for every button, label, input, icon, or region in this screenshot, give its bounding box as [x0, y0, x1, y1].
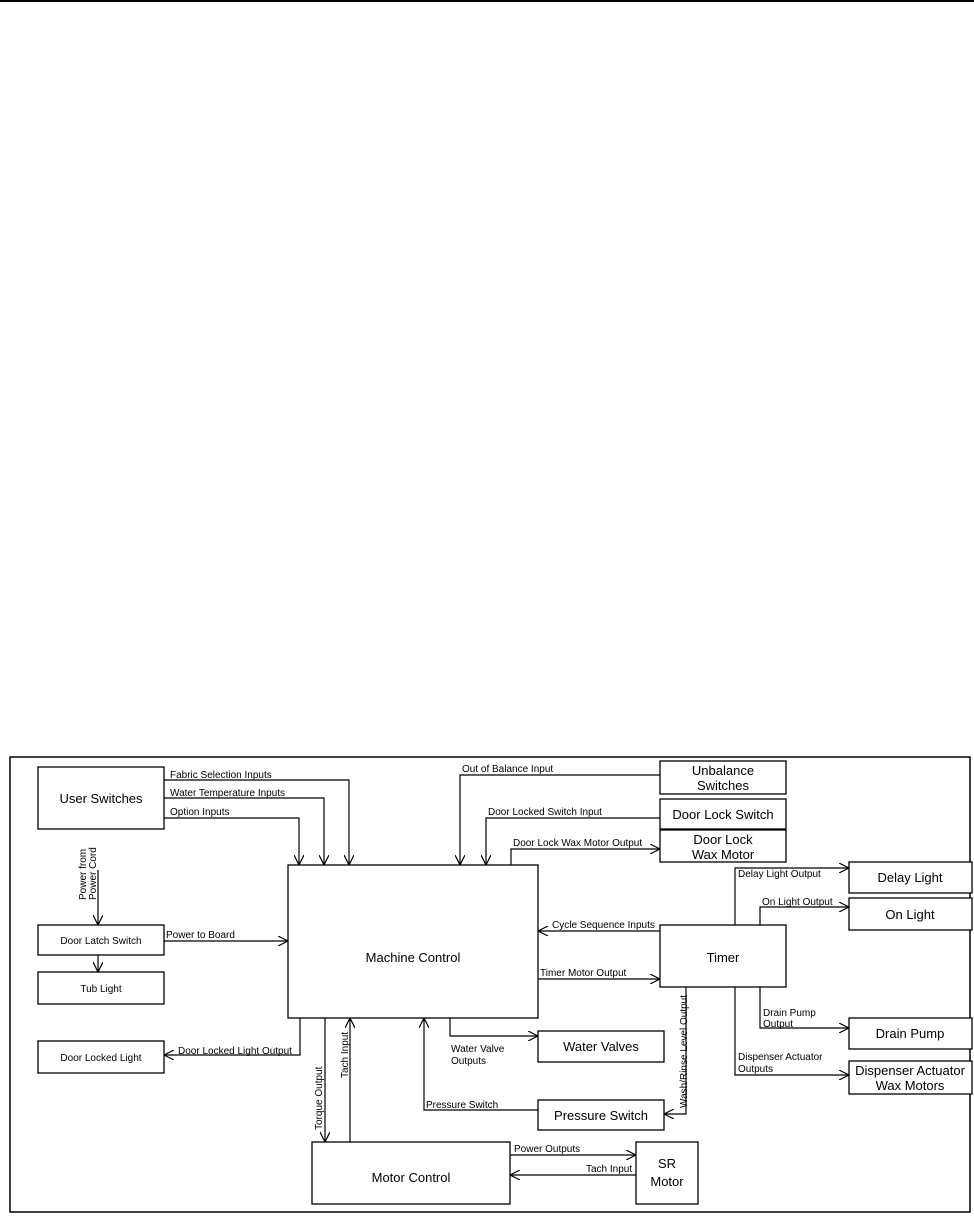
- block-door-lock-switch: Door Lock Switch: [659, 798, 787, 830]
- dispenser-outputs-label-2: Outputs: [738, 1064, 773, 1075]
- wire-door-locked-switch-input: Door Locked Switch Input: [486, 807, 660, 865]
- power-outputs-label: Power Outputs: [514, 1144, 580, 1155]
- unbalance-label-2: Switches: [697, 778, 750, 793]
- block-user-switches: User Switches: [37, 766, 165, 830]
- dispenser-label-1: Dispenser Actuator: [855, 1063, 966, 1078]
- user-switches-label: User Switches: [59, 791, 143, 806]
- door-locked-switch-input-label: Door Locked Switch Input: [488, 807, 602, 818]
- block-water-valves: Water Valves: [537, 1030, 665, 1063]
- door-lock-wax-output-label: Door Lock Wax Motor Output: [513, 838, 642, 849]
- block-on-light: On Light: [848, 897, 973, 931]
- water-valve-outputs-label-2: Outputs: [451, 1056, 486, 1067]
- pressure-switch-label: Pressure Switch: [554, 1108, 648, 1123]
- wire-cycle-sequence: Cycle Sequence Inputs: [538, 920, 660, 931]
- wire-power-outputs: Power Outputs: [510, 1144, 636, 1155]
- wire-water-valve-outputs: Water Valve Outputs: [449, 1018, 538, 1067]
- water-valves-label: Water Valves: [563, 1039, 639, 1054]
- wire-out-of-balance: Out of Balance Input: [460, 764, 660, 865]
- on-light-label: On Light: [885, 907, 935, 922]
- wire-tach-input-2: Tach Input: [510, 1164, 636, 1175]
- torque-output-label: Torque Output: [314, 1066, 325, 1130]
- tach-input-2-label: Tach Input: [586, 1164, 632, 1175]
- delay-light-label: Delay Light: [877, 870, 942, 885]
- wire-torque-output: Torque Output: [314, 1018, 325, 1142]
- water-temperature-label: Water Temperature Inputs: [170, 788, 285, 799]
- wire-power-to-board: Power to Board: [164, 930, 288, 941]
- block-door-locked-light: Door Locked Light: [37, 1040, 165, 1074]
- power-from-label-2: Power Cord: [88, 847, 99, 900]
- wire-pressure-switch: Pressure Switch: [424, 1018, 538, 1111]
- wire-timer-motor-output: Timer Motor Output: [538, 968, 660, 979]
- motor-control-label: Motor Control: [372, 1170, 451, 1185]
- sr-motor-label-2: Motor: [650, 1174, 684, 1189]
- block-door-latch-switch: Door Latch Switch: [37, 924, 165, 956]
- wire-option-inputs: Option Inputs: [164, 807, 299, 865]
- block-pressure-switch: Pressure Switch: [537, 1099, 665, 1131]
- drain-pump-label: Drain Pump: [876, 1026, 945, 1041]
- block-drain-pump: Drain Pump: [848, 1017, 973, 1050]
- block-tub-light: Tub Light: [37, 971, 165, 1005]
- door-locked-light-label: Door Locked Light: [60, 1053, 141, 1064]
- wire-door-lock-wax-output: Door Lock Wax Motor Output: [510, 838, 660, 865]
- wire-fabric-selection: Fabric Selection Inputs: [164, 770, 349, 865]
- wire-power-from-cord: Power from Power Cord: [78, 847, 99, 925]
- tub-light-label: Tub Light: [80, 984, 122, 995]
- drain-pump-output-label-1: Drain Pump: [763, 1008, 816, 1019]
- door-latch-switch-label: Door Latch Switch: [60, 936, 141, 947]
- machine-control-label: Machine Control: [366, 950, 461, 965]
- timer-label: Timer: [707, 950, 740, 965]
- block-door-lock-wax-motor: Door Lock Wax Motor: [659, 829, 787, 863]
- wire-delay-light-output: Delay Light Output: [734, 868, 849, 925]
- block-timer: Timer: [659, 924, 787, 988]
- sr-motor-label-1: SR: [658, 1156, 676, 1171]
- page-top-rule: [0, 0, 974, 2]
- fabric-selection-label: Fabric Selection Inputs: [170, 770, 272, 781]
- block-motor-control: Motor Control: [311, 1141, 511, 1205]
- drain-pump-output-label-2: Output: [763, 1019, 793, 1030]
- water-valve-outputs-label-1: Water Valve: [451, 1044, 505, 1055]
- wire-dispenser-outputs: Dispenser Actuator Outputs: [734, 987, 849, 1075]
- pressure-switch-signal-label: Pressure Switch: [426, 1100, 498, 1111]
- block-sr-motor: SR Motor: [635, 1141, 699, 1205]
- block-delay-light: Delay Light: [848, 861, 973, 894]
- cycle-sequence-label: Cycle Sequence Inputs: [552, 920, 655, 931]
- wire-door-locked-light-output: Door Locked Light Output: [164, 1018, 301, 1057]
- door-locked-light-output-label: Door Locked Light Output: [178, 1046, 292, 1057]
- block-dispenser-actuator: Dispenser Actuator Wax Motors: [848, 1060, 973, 1095]
- door-lock-wax-label-2: Wax Motor: [692, 847, 755, 862]
- option-inputs-label: Option Inputs: [170, 807, 229, 818]
- wire-tach-input: Tach Input: [340, 1018, 351, 1142]
- wire-water-temperature: Water Temperature Inputs: [164, 788, 324, 865]
- delay-light-output-label: Delay Light Output: [738, 869, 821, 880]
- tach-input-label: Tach Input: [340, 1032, 351, 1078]
- door-lock-wax-label-1: Door Lock: [693, 832, 753, 847]
- wire-drain-pump-output: Drain Pump Output: [759, 987, 849, 1030]
- door-lock-switch-label: Door Lock Switch: [672, 807, 773, 822]
- timer-motor-output-label: Timer Motor Output: [540, 968, 627, 979]
- out-of-balance-label: Out of Balance Input: [462, 764, 553, 775]
- wash-rinse-level-label: Wash/Rinse Level Output: [679, 995, 690, 1108]
- power-from-label-1: Power from: [78, 849, 89, 900]
- on-light-output-label: On Light Output: [762, 897, 833, 908]
- dispenser-outputs-label-1: Dispenser Actuator: [738, 1052, 823, 1063]
- wire-on-light-output: On Light Output: [759, 897, 849, 925]
- block-unbalance-switches: Unbalance Switches: [659, 760, 787, 795]
- unbalance-label-1: Unbalance: [692, 763, 754, 778]
- power-to-board-label: Power to Board: [166, 930, 235, 941]
- block-machine-control: Machine Control: [287, 864, 539, 1019]
- dispenser-label-2: Wax Motors: [876, 1078, 945, 1093]
- wire-wash-rinse-level: Wash/Rinse Level Output: [664, 987, 690, 1114]
- diagram-frame: [9, 756, 971, 1213]
